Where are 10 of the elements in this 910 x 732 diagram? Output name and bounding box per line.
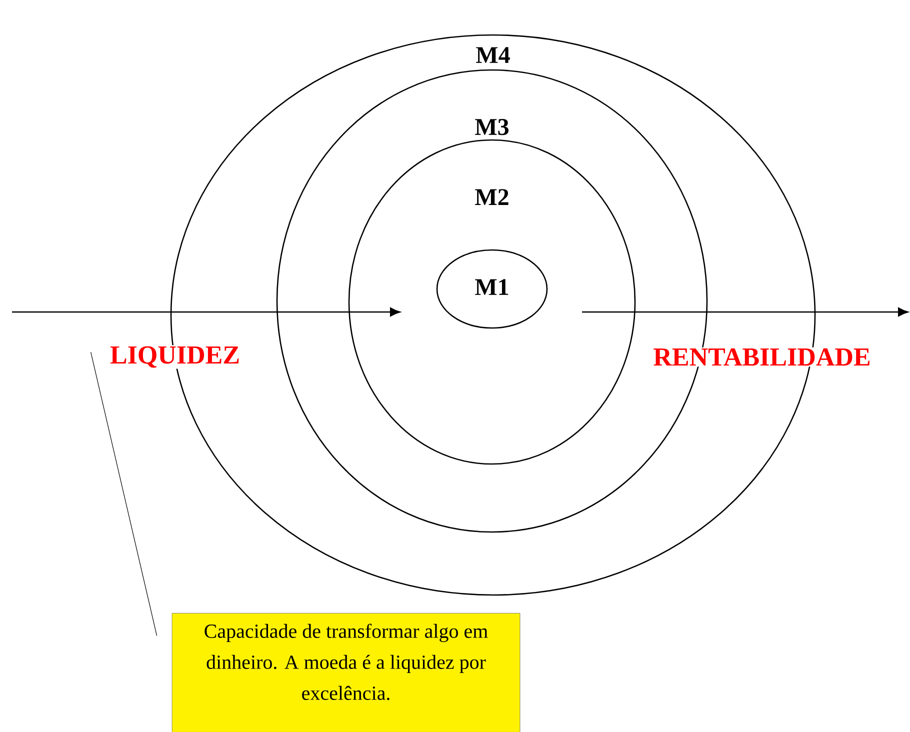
arrow (12, 308, 400, 316)
ellipse-label: M3 (475, 118, 509, 136)
callout-box: Capacidade de transformar algo em dinheiro. A moeda é a liquidez por excelência. (172, 613, 520, 732)
leader-line (90, 352, 158, 636)
category-label: LIQUIDEZ (108, 345, 242, 369)
ellipse-label: M4 (476, 47, 510, 63)
category-label: RENTABILIDADE (652, 347, 872, 367)
ellipse-label: M2 (475, 189, 508, 205)
ellipse-label: M1 (475, 279, 508, 295)
arrow (582, 308, 908, 316)
